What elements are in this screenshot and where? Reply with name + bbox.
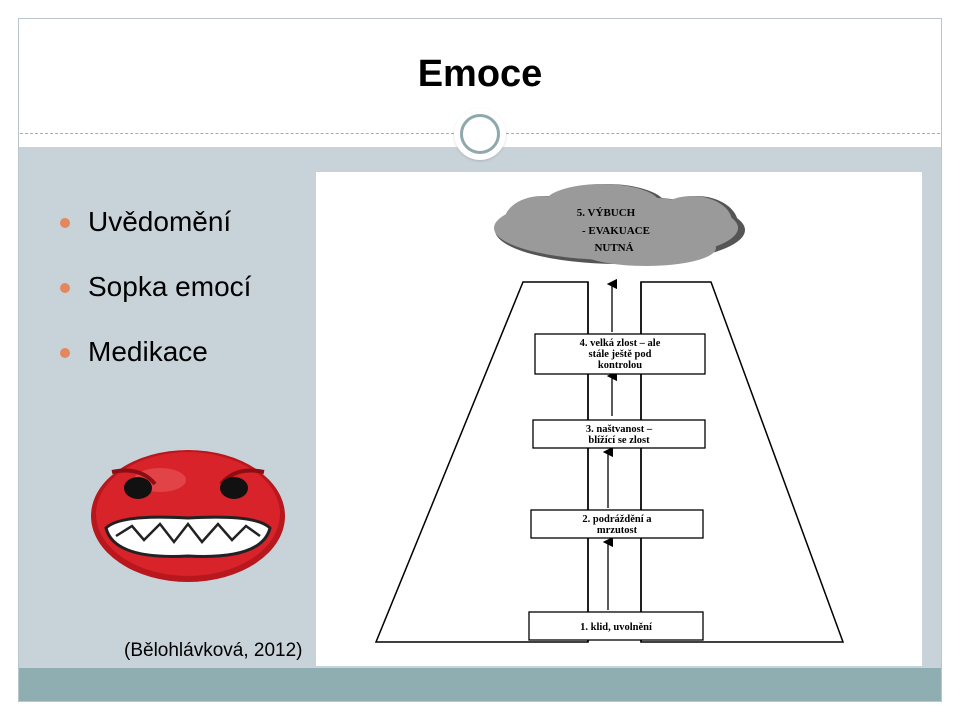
bullet-item: Uvědomění bbox=[60, 205, 251, 270]
flow-arrows bbox=[602, 278, 618, 610]
bullet-dot-icon bbox=[60, 218, 70, 228]
explosion-cloud: 5. VÝBUCH - EVAKUACE NUTNÁ bbox=[494, 184, 745, 266]
bullet-text: Uvědomění bbox=[88, 206, 232, 237]
svg-text:1. klid, uvolnění: 1. klid, uvolnění bbox=[580, 622, 653, 633]
svg-text:4. velká zlost – ale: 4. velká zlost – ale bbox=[580, 338, 661, 349]
bullet-dot-icon bbox=[60, 348, 70, 358]
svg-text:2. podráždění a: 2. podráždění a bbox=[582, 514, 652, 525]
cloud-line: - EVAKUACE bbox=[582, 225, 650, 237]
stage-4: 4. velká zlost – ale stále ještě pod kon… bbox=[534, 333, 706, 375]
angry-face-icon bbox=[91, 450, 285, 582]
bullet-list: Uvědomění Sopka emocí Medikace bbox=[60, 205, 251, 400]
stage-2: 2. podráždění a mrzutost bbox=[530, 509, 704, 539]
bullet-text: Sopka emocí bbox=[88, 271, 252, 302]
footer-bar bbox=[19, 668, 941, 701]
citation: (Bělohlávková, 2012) bbox=[124, 640, 303, 661]
stage-3: 3. naštvanost – blížící se zlost bbox=[532, 419, 706, 449]
svg-text:mrzutost: mrzutost bbox=[597, 525, 638, 536]
slide-title: Emoce bbox=[417, 53, 543, 95]
circle-ornament-icon bbox=[454, 108, 506, 160]
bullet-text: Medikace bbox=[88, 336, 208, 367]
volcano-diagram: 5. VÝBUCH - EVAKUACE NUTNÁ 4. velká zlos… bbox=[316, 172, 922, 666]
bullet-item: Sopka emocí bbox=[60, 270, 251, 335]
cloud-line: NUTNÁ bbox=[594, 242, 633, 254]
svg-text:3. naštvanost –: 3. naštvanost – bbox=[586, 424, 653, 435]
cloud-line: 5. VÝBUCH bbox=[577, 207, 636, 219]
svg-text:stále ještě pod: stále ještě pod bbox=[589, 349, 652, 360]
stage-1: 1. klid, uvolnění bbox=[528, 611, 704, 641]
bullet-item: Medikace bbox=[60, 335, 251, 400]
svg-text:kontrolou: kontrolou bbox=[598, 360, 642, 371]
svg-text:blížící se zlost: blížící se zlost bbox=[588, 435, 650, 446]
bullet-dot-icon bbox=[60, 283, 70, 293]
